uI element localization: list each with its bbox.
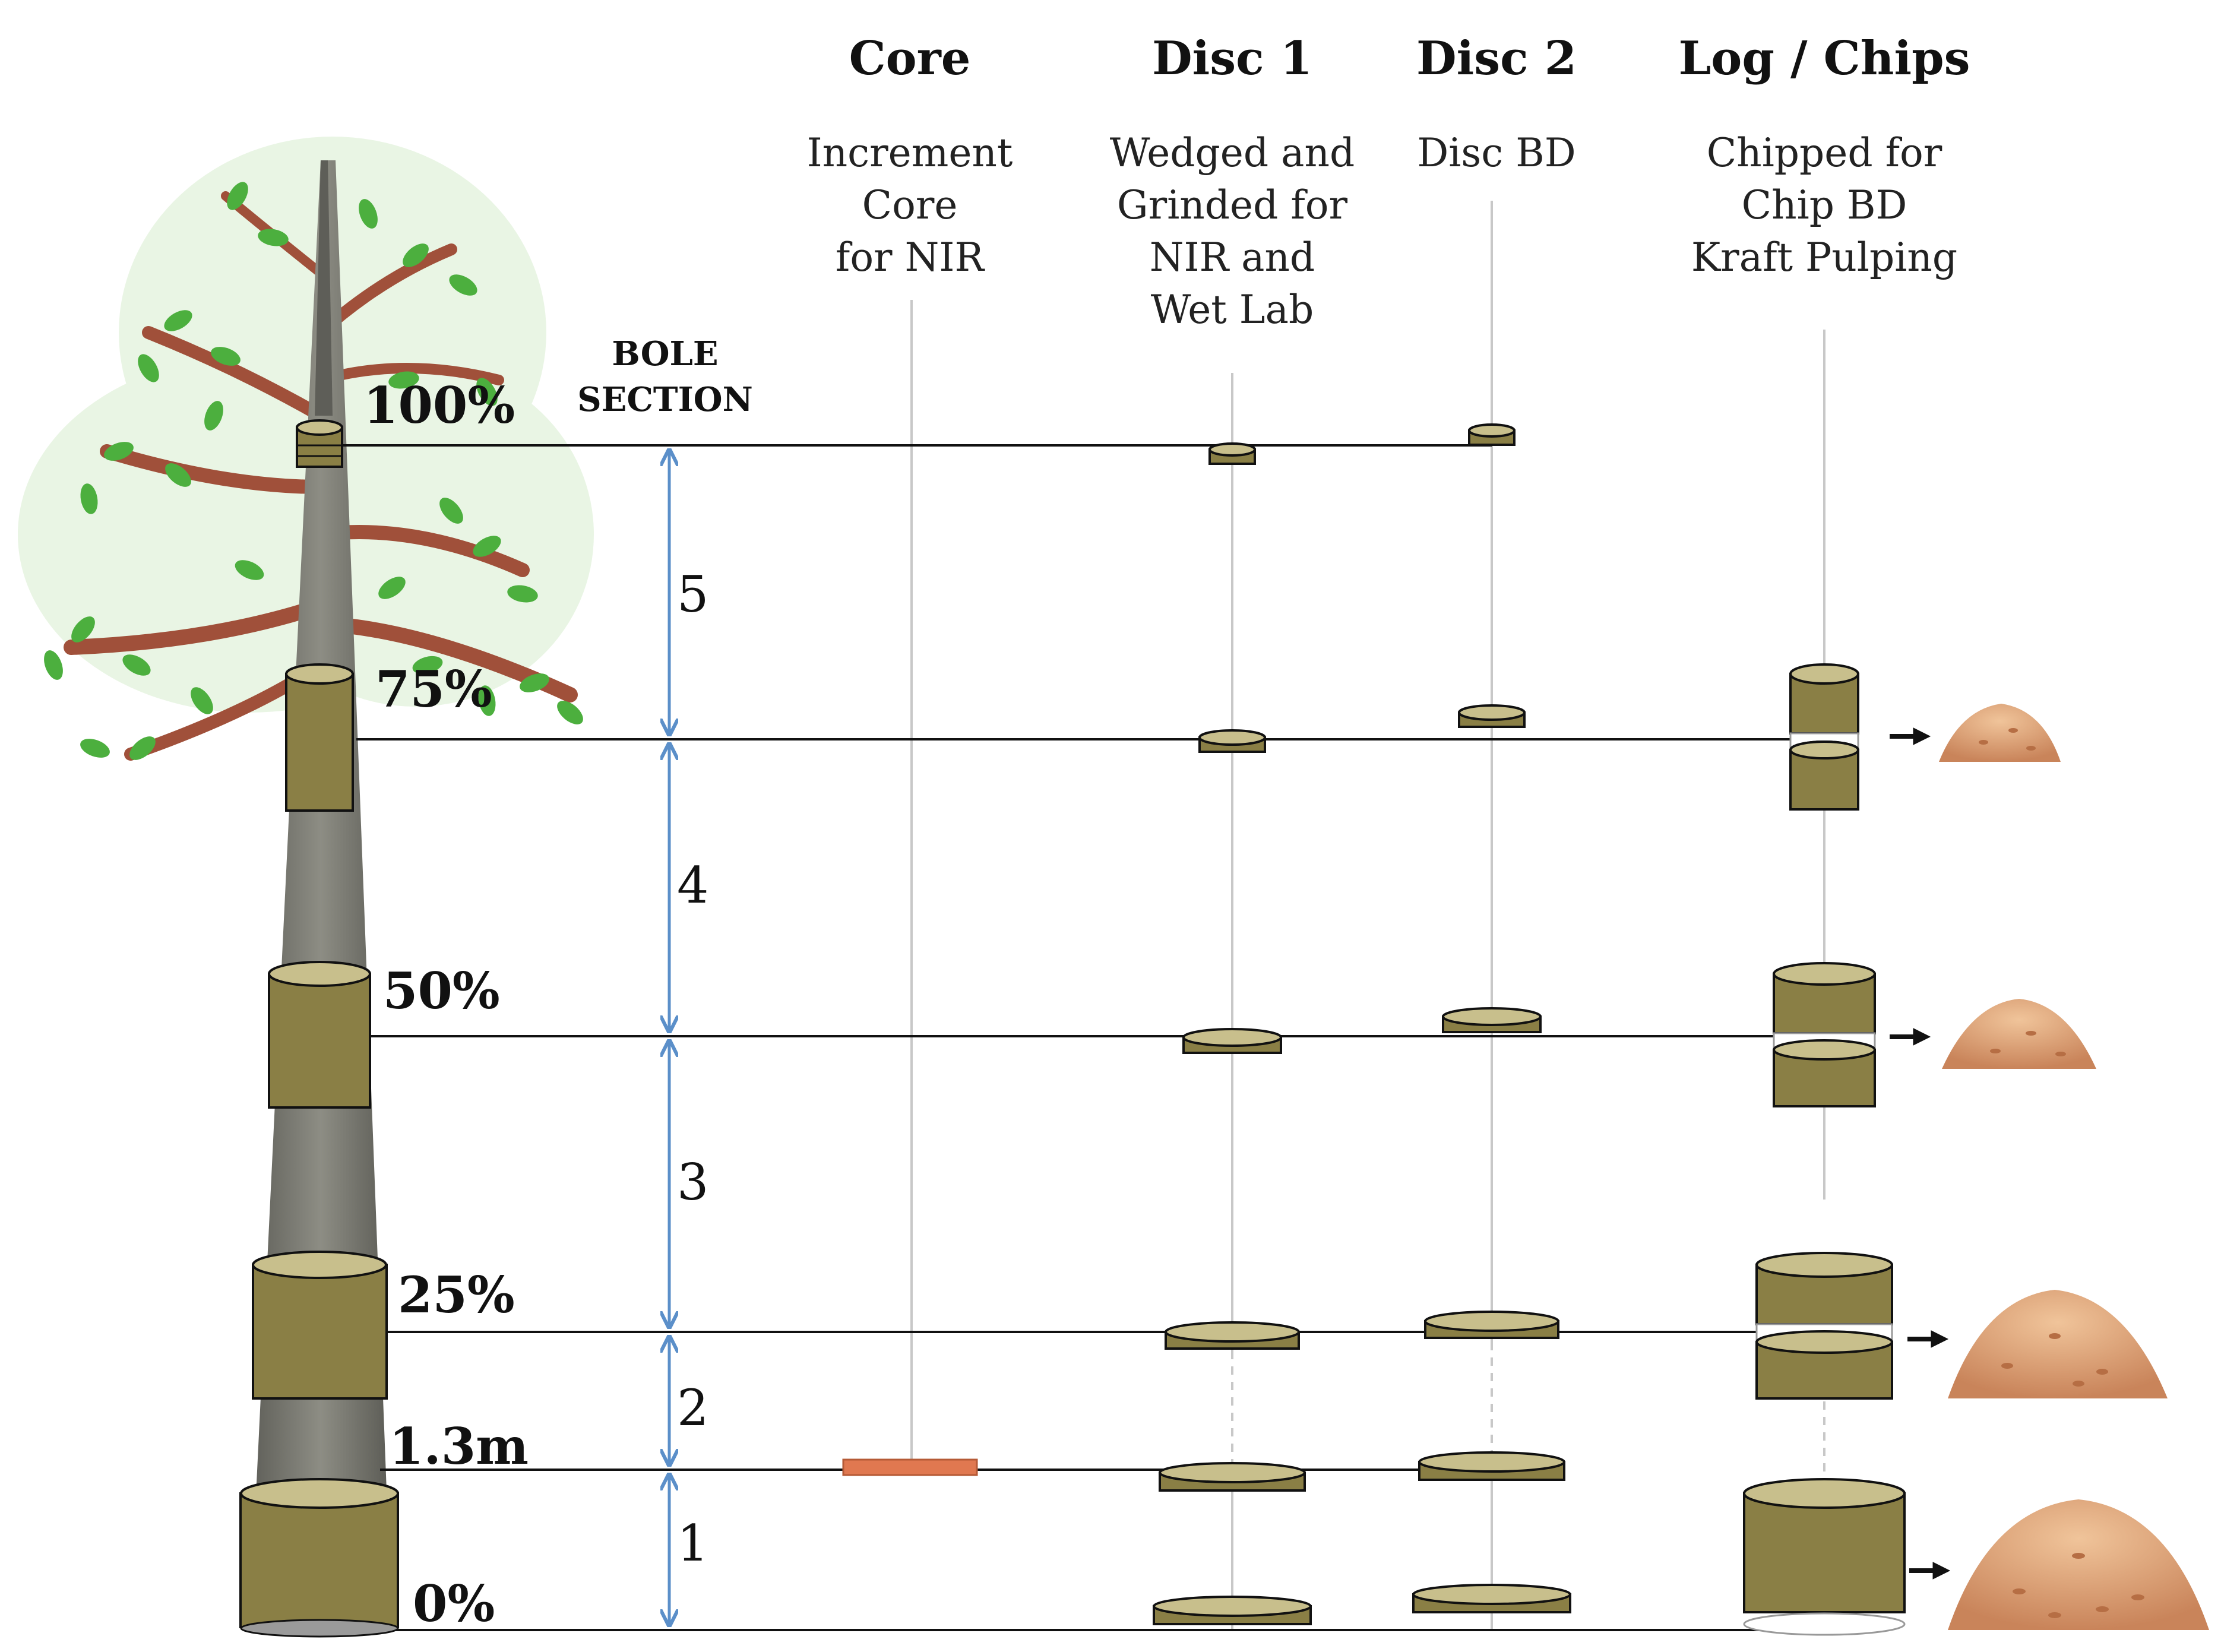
core-desc-2: Core <box>862 182 958 228</box>
wood-chip-pile-icon <box>1939 704 2209 1630</box>
disc1-desc-2: Grinded for <box>1117 182 1348 228</box>
log-75 <box>1789 663 1859 811</box>
column-core: Core Increment Core for NIR <box>807 31 1013 280</box>
column-disc1: Disc 1 Wedged and Grinded for NIR and We… <box>1110 31 1355 333</box>
disc1-desc-4: Wet Lab <box>1151 287 1314 333</box>
disc1-samples <box>1153 442 1312 1625</box>
disc2-100 <box>1468 423 1516 446</box>
disc2-50 <box>1442 1007 1542 1033</box>
disc1-desc-1: Wedged and <box>1110 130 1355 176</box>
column-guides <box>910 201 1825 1630</box>
section-3-number: 3 <box>677 1153 708 1211</box>
increment-core-sample <box>842 1458 978 1476</box>
height-100-label: 100% <box>363 376 515 435</box>
disc1-25 <box>1165 1321 1300 1350</box>
section-2-number: 2 <box>677 1379 708 1437</box>
height-25-label: 25% <box>398 1265 515 1324</box>
tree-leaves <box>44 182 583 760</box>
core-title: Core <box>849 31 971 86</box>
right-arrow-icon <box>1890 727 1951 1580</box>
disc2-13 <box>1418 1451 1565 1481</box>
core-desc-1: Increment <box>807 130 1013 176</box>
section-4-number: 4 <box>677 856 708 914</box>
disc1-desc-3: NIR and <box>1150 235 1315 280</box>
log-desc-3: Kraft Pulping <box>1691 235 1957 280</box>
trunk-cylinder-75 <box>285 663 354 812</box>
log-desc-2: Chip BD <box>1742 182 1907 228</box>
bole-label-2: SECTION <box>577 380 753 419</box>
height-13-label: 1.3m <box>389 1417 529 1476</box>
trunk-top <box>315 160 333 416</box>
disc1-100 <box>1208 442 1256 465</box>
column-log: Log / Chips Chipped for Chip BD Kraft Pu… <box>1678 31 1970 280</box>
log-desc-1: Chipped for <box>1707 130 1942 176</box>
log-0 <box>1743 1478 1906 1636</box>
bole-label-1: BOLE <box>612 334 718 374</box>
disc1-0 <box>1153 1596 1312 1625</box>
trunk-cylinder-0 <box>239 1478 399 1638</box>
section-1-number: 1 <box>677 1514 708 1572</box>
trunk-cylinder-25 <box>252 1251 388 1400</box>
height-75-label: 75% <box>375 660 492 719</box>
log-title: Log / Chips <box>1678 31 1970 86</box>
chips-50 <box>1942 999 2096 1069</box>
disc1-50 <box>1182 1028 1282 1054</box>
trunk-cylinder-100 <box>296 419 343 468</box>
disc1-75 <box>1198 729 1266 753</box>
column-disc2: Disc 2 Disc BD <box>1416 31 1577 176</box>
disc1-title: Disc 1 <box>1152 31 1312 86</box>
disc2-25 <box>1424 1311 1559 1339</box>
disc2-samples <box>1412 423 1571 1613</box>
log-samples <box>1743 663 1906 1636</box>
height-50-label: 50% <box>383 961 500 1020</box>
disc2-0 <box>1412 1584 1571 1613</box>
disc2-desc-1: Disc BD <box>1417 130 1575 176</box>
height-0-label: 0% <box>413 1574 495 1633</box>
chips-75 <box>1939 704 2061 762</box>
disc2-75 <box>1458 704 1526 728</box>
trunk-cylinders <box>239 419 399 1638</box>
log-25 <box>1755 1252 1893 1400</box>
log-50 <box>1773 962 1876 1107</box>
section-5-number: 5 <box>677 565 708 624</box>
disc2-title: Disc 2 <box>1416 31 1577 86</box>
chips-25 <box>1948 1290 2168 1398</box>
disc1-13 <box>1159 1462 1306 1492</box>
trunk-cylinder-50 <box>268 961 371 1109</box>
core-desc-3: for NIR <box>836 235 986 280</box>
chips-0 <box>1948 1499 2209 1630</box>
